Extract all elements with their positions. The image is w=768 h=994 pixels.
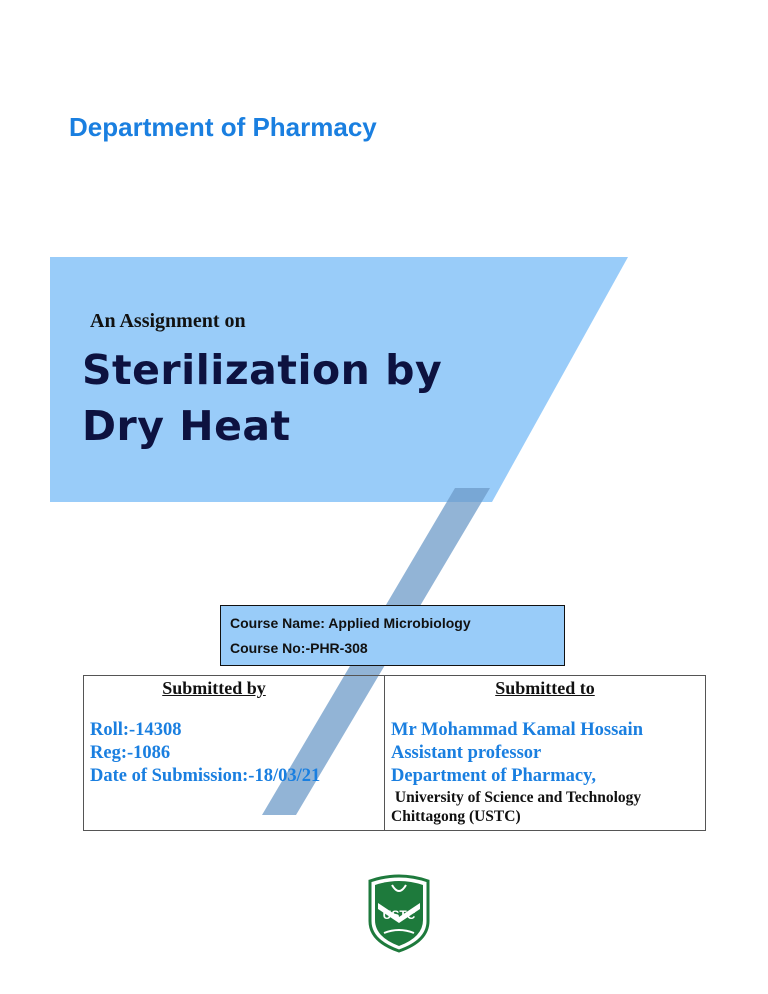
submitted-by-heading: Submitted by xyxy=(162,678,266,698)
logo-text: USTC xyxy=(383,908,416,922)
ustc-logo: USTC xyxy=(368,874,430,953)
supervisor-designation: Assistant professor xyxy=(391,743,542,763)
submitted-by-cell: Submitted by Roll:-14308 Reg:-1086 Date … xyxy=(83,675,385,831)
course-info-box: Course Name: Applied Microbiology Course… xyxy=(220,605,565,666)
course-name: Course Name: Applied Microbiology xyxy=(230,615,471,631)
university-line-1: University of Science and Technology xyxy=(391,789,642,806)
supervisor-department: Department of Pharmacy, xyxy=(391,766,596,786)
submitted-to-cell: Submitted to Mr Mohammad Kamal Hossain A… xyxy=(384,675,706,831)
title-banner xyxy=(50,257,628,502)
roll-number: Roll:-14308 xyxy=(90,720,182,740)
submission-date: Date of Submission:-18/03/21 xyxy=(90,766,321,786)
title-line-2: Dry Heat xyxy=(82,402,291,450)
course-number: Course No:-PHR-308 xyxy=(230,640,368,656)
title-line-1: Sterilization by xyxy=(82,346,443,394)
university-line-2: Chittagong (USTC) xyxy=(391,808,521,825)
submitted-to-heading: Submitted to xyxy=(495,678,595,698)
submission-table: Submitted by Roll:-14308 Reg:-1086 Date … xyxy=(83,675,706,831)
registration-number: Reg:-1086 xyxy=(90,743,171,763)
supervisor-name: Mr Mohammad Kamal Hossain xyxy=(391,720,643,740)
assignment-title: Sterilization by Dry Heat xyxy=(82,342,442,454)
department-heading: Department of Pharmacy xyxy=(69,112,377,142)
assignment-intro: An Assignment on xyxy=(90,310,246,332)
